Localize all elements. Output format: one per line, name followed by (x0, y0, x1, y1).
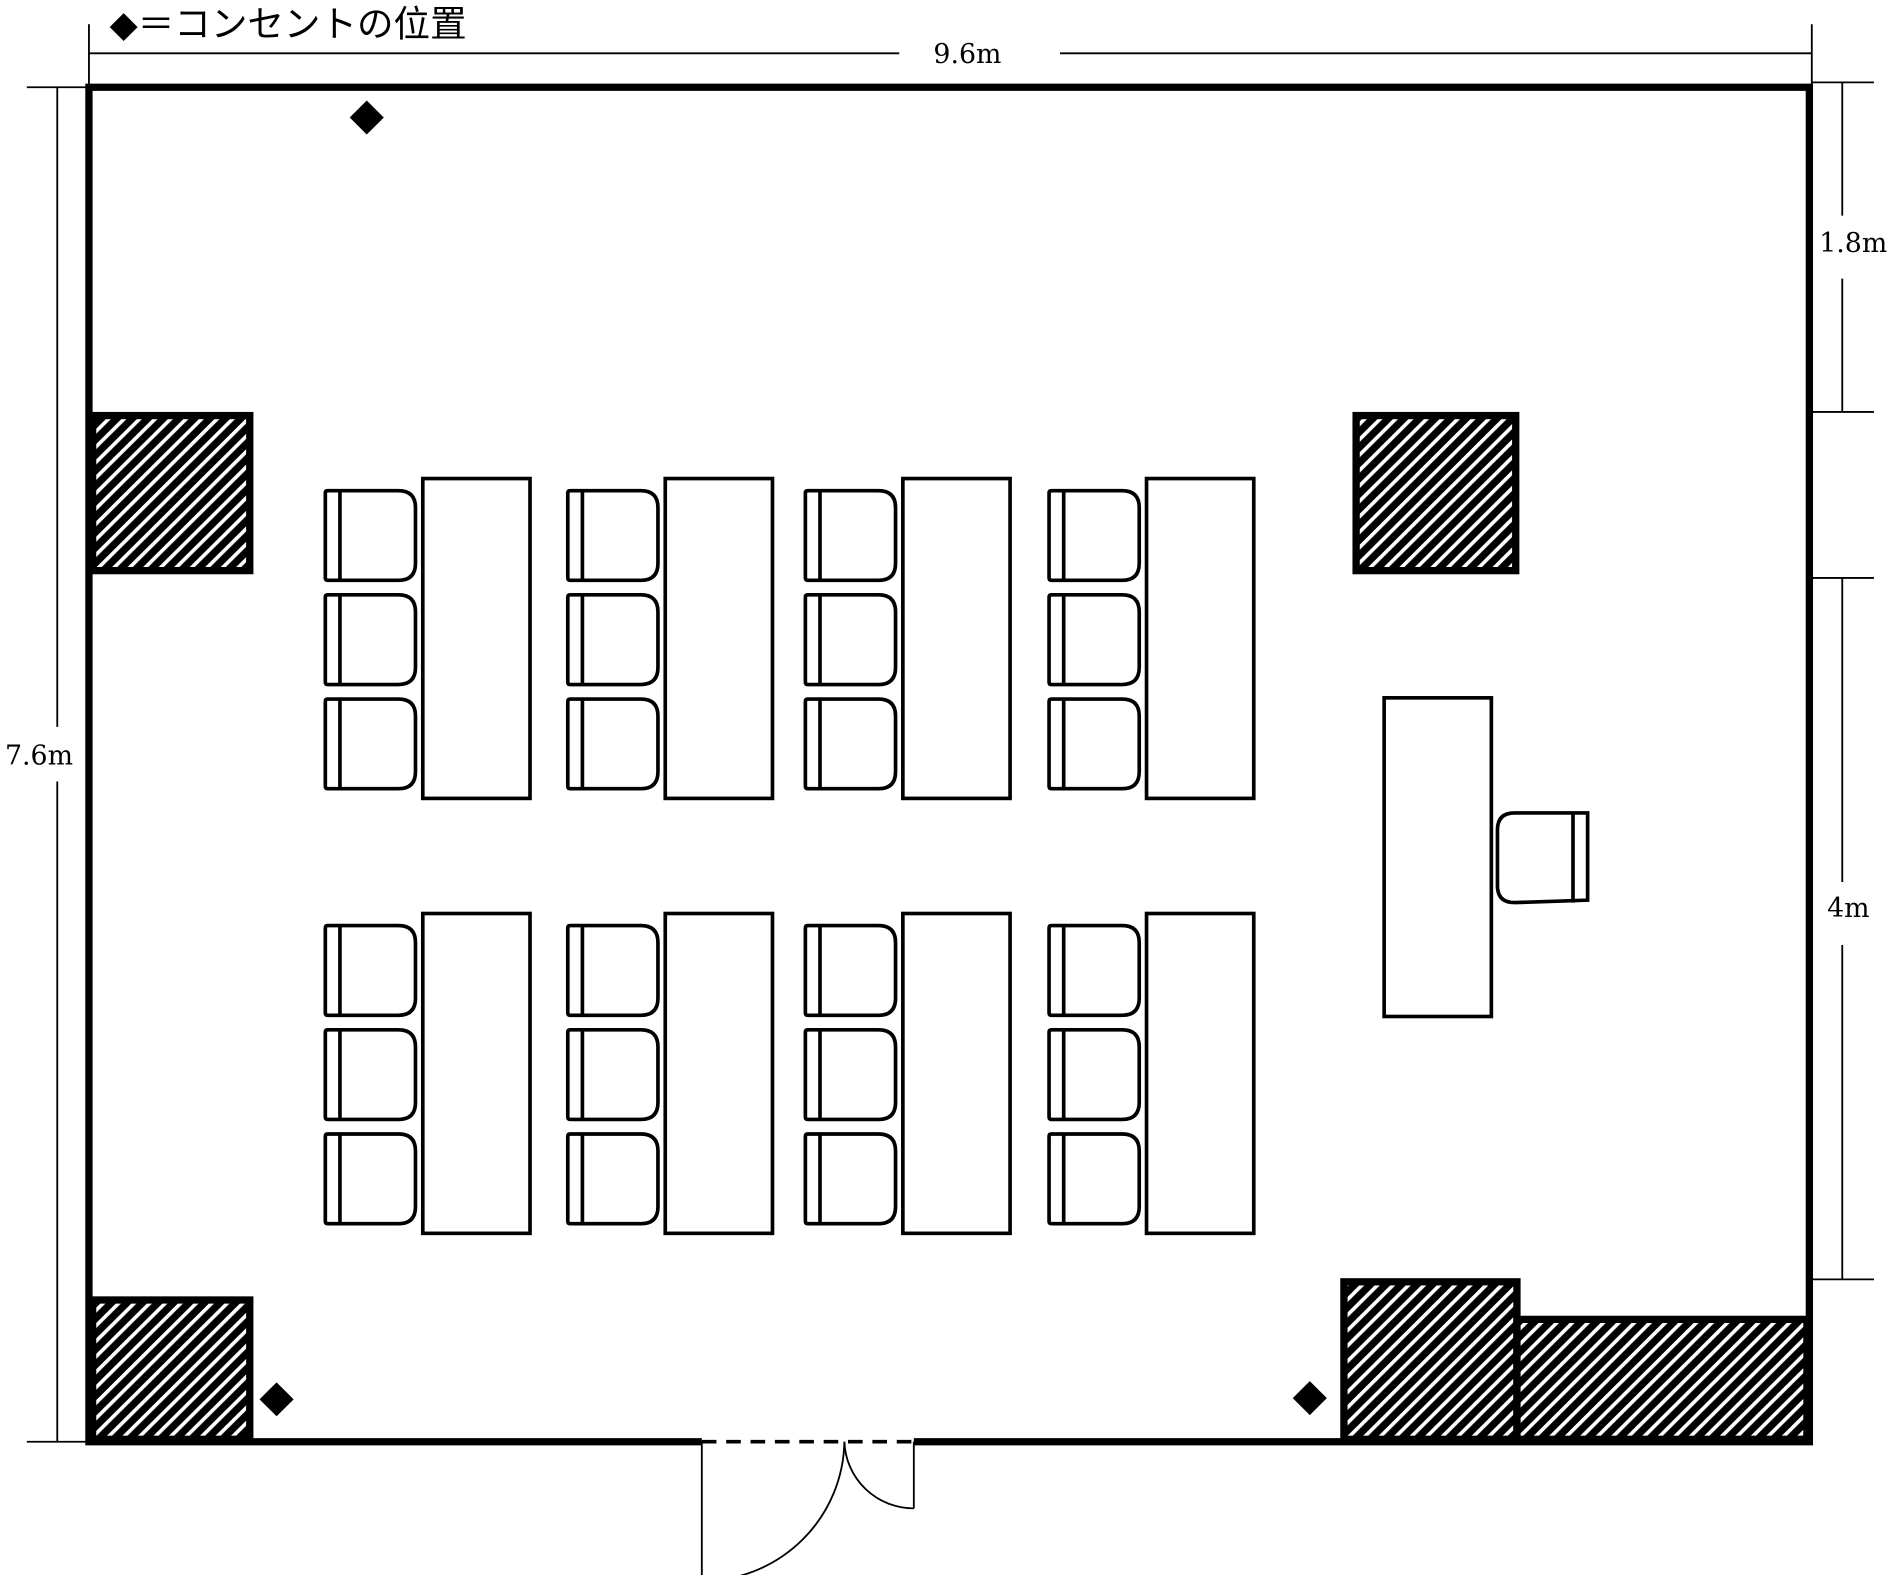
desk (901, 911, 1012, 1236)
legend-text: ◆＝コンセントの位置 (110, 2, 467, 45)
desk (901, 476, 1012, 801)
pillar-bottom-right (1340, 1278, 1521, 1443)
desk (663, 476, 775, 801)
chair (323, 1132, 418, 1226)
chair (565, 1132, 660, 1226)
chair (1047, 488, 1142, 583)
outlet-icon (349, 100, 384, 135)
chair (803, 697, 898, 791)
right-middle-dimension-label: 4m (1827, 893, 1869, 924)
chair (803, 593, 898, 687)
chair (565, 1027, 660, 1122)
desk (420, 476, 532, 801)
chair (803, 923, 898, 1018)
desk (420, 911, 532, 1236)
chair (565, 697, 660, 791)
chair (1495, 811, 1590, 905)
teacher-desk (1382, 696, 1494, 1019)
furniture (323, 476, 1590, 1236)
door[interactable] (700, 1439, 915, 1575)
chair (1047, 593, 1142, 687)
pillars (88, 411, 1811, 1443)
pillar-top-right (1352, 411, 1520, 575)
chair (323, 923, 418, 1018)
chair (803, 1027, 898, 1122)
outlet-icon (1292, 1381, 1327, 1416)
chair (1047, 1027, 1142, 1122)
chair (565, 593, 660, 687)
chair (803, 1132, 898, 1226)
chair (323, 593, 418, 687)
chair (323, 1027, 418, 1122)
height-dimension-label: 7.6m (5, 741, 73, 772)
chair (323, 697, 418, 791)
chair (1047, 1132, 1142, 1226)
desk (1144, 476, 1256, 801)
desk (663, 911, 775, 1236)
right-top-dimension-label: 1.8m (1819, 228, 1887, 259)
pillar-bottom-left (88, 1296, 254, 1443)
chair (803, 488, 898, 583)
pillar-top-left (88, 411, 254, 575)
chair (565, 923, 660, 1018)
desk (1144, 911, 1256, 1236)
chair (1047, 697, 1142, 791)
storage-bottom-right (1513, 1315, 1811, 1443)
outlet-icon (259, 1382, 294, 1417)
dimension-lines (26, 24, 1874, 1443)
chair (565, 488, 660, 583)
chair (1047, 923, 1142, 1018)
walls (85, 83, 1814, 1446)
width-dimension-label: 9.6m (933, 39, 1001, 70)
chair (323, 488, 418, 583)
